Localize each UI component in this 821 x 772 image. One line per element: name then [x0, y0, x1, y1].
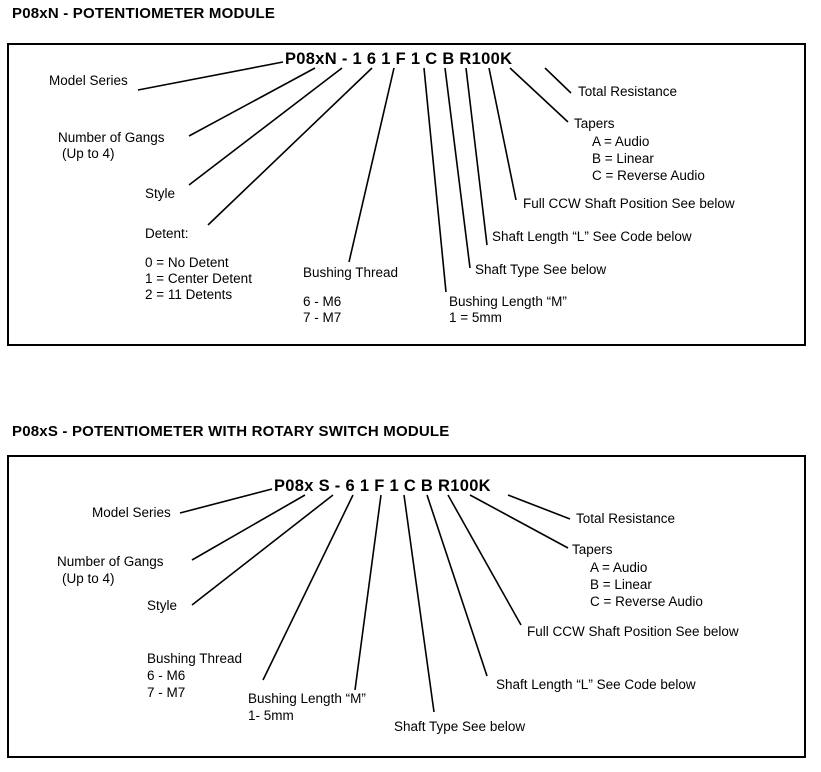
diagram-2-label-full-ccw: Full CCW Shaft Position See below [527, 624, 739, 639]
diagram-2-label-bushing-thread-7: 7 - M7 [147, 685, 186, 700]
diagram-1-part-number: P08xN - 1 6 1 F 1 C B R100K [285, 50, 513, 68]
diagram-2-label-tapers-header: Tapers [572, 542, 613, 557]
diagram-1-box [7, 43, 806, 346]
diagram-2-label-bushing-thread: Bushing Thread [147, 651, 243, 666]
diagram-1-label-detent-header: Detent: [145, 226, 189, 241]
diagram-2-label-bushing-length-value: 1- 5mm [248, 708, 294, 723]
diagram-2-label-number-of-gangs: Number of Gangs [57, 554, 164, 569]
diagram-1-label-detent-0: 0 = No Detent [145, 255, 229, 270]
diagram-1-label-number-of-gangs-sub: (Up to 4) [62, 146, 115, 161]
diagram-2-part-number: P08x S - 6 1 F 1 C B R100K [274, 477, 491, 495]
diagram-1-label-shaft-length: Shaft Length “L” See Code below [492, 229, 692, 244]
diagram-1-label-detent-2: 2 = 11 Detents [145, 287, 233, 302]
diagram-1-title: P08xN - POTENTIOMETER MODULE [12, 5, 276, 22]
diagram-1-label-full-ccw: Full CCW Shaft Position See below [523, 196, 735, 211]
diagram-2-label-bushing-length: Bushing Length “M” [248, 691, 366, 706]
diagram-1-label-bushing-thread-6: 6 - M6 [303, 294, 342, 309]
diagram-1-label-taper-c: C = Reverse Audio [592, 168, 705, 183]
diagram-2-label-taper-c: C = Reverse Audio [590, 594, 703, 609]
diagram-1-label-style: Style [145, 186, 176, 201]
diagram-1-label-bushing-length-value: 1 = 5mm [449, 310, 502, 325]
diagram-1-label-bushing-thread-7: 7 - M7 [303, 310, 342, 325]
diagram-1-label-shaft-type: Shaft Type See below [475, 262, 607, 277]
diagram-2-label-model-series: Model Series [92, 505, 171, 520]
diagram-2-label-total-resistance: Total Resistance [576, 511, 676, 526]
diagram-1-label-taper-a: A = Audio [592, 134, 650, 149]
diagram-1-label-tapers-header: Tapers [574, 116, 615, 131]
diagram-2-label-number-of-gangs-sub: (Up to 4) [62, 571, 115, 586]
diagram-2-label-taper-b: B = Linear [590, 577, 652, 592]
diagram-2-label-taper-a: A = Audio [590, 560, 648, 575]
diagram-2-label-shaft-length: Shaft Length “L” See Code below [496, 677, 696, 692]
diagram-1-label-bushing-length: Bushing Length “M” [449, 294, 567, 309]
diagram-1-label-number-of-gangs: Number of Gangs [58, 130, 165, 145]
diagram-2-label-bushing-thread-6: 6 - M6 [147, 668, 186, 683]
diagram-1-label-model-series: Model Series [49, 73, 128, 88]
diagram-2-title: P08xS - POTENTIOMETER WITH ROTARY SWITCH… [12, 423, 450, 440]
diagram-1-label-taper-b: B = Linear [592, 151, 654, 166]
diagram-2-label-style: Style [147, 598, 178, 613]
diagram-1-label-total-resistance: Total Resistance [578, 84, 678, 99]
diagram-1-label-detent-1: 1 = Center Detent [145, 271, 252, 286]
diagram-1-label-bushing-thread: Bushing Thread [303, 265, 399, 280]
diagram-2-label-shaft-type: Shaft Type See below [394, 719, 526, 734]
